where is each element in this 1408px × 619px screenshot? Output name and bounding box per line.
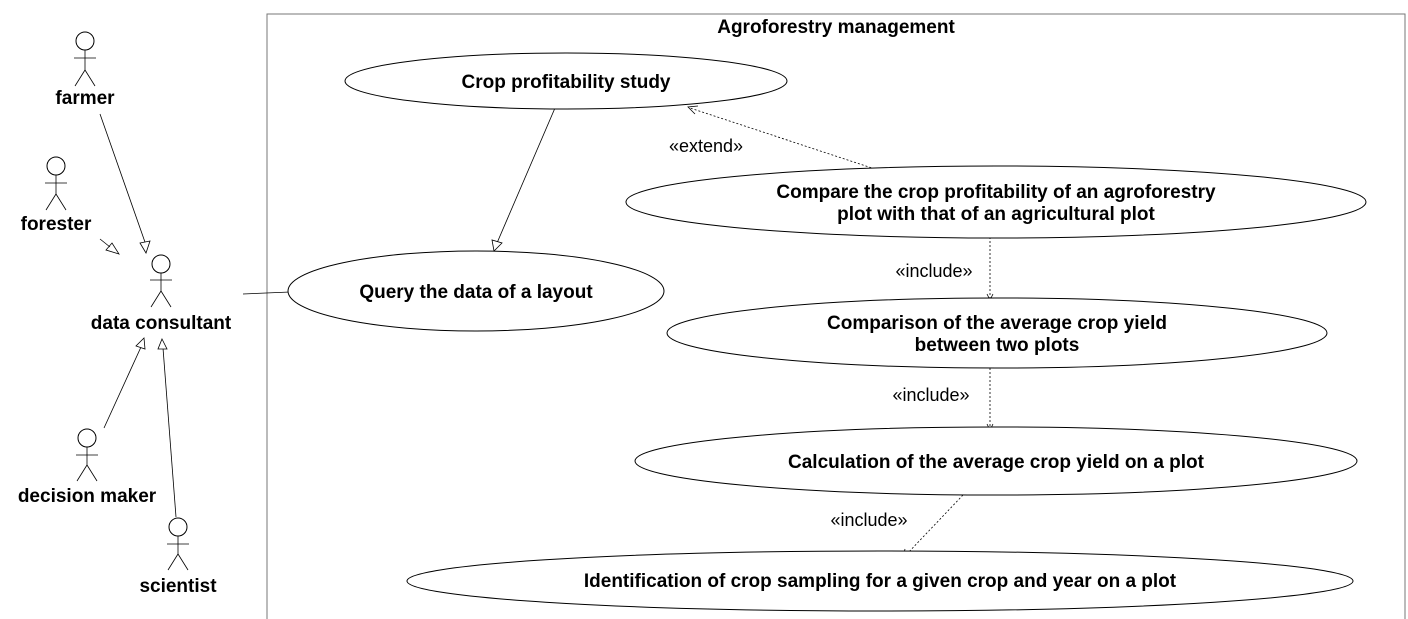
use-case-calculation-average-yield[interactable]: Calculation of the average crop yield on…	[634, 426, 1358, 496]
extend-label: «extend»	[669, 136, 743, 156]
use-case-label: Calculation of the average crop yield on…	[788, 452, 1205, 473]
use-case-identification-sampling[interactable]: Identification of crop sampling for a gi…	[406, 550, 1354, 612]
use-case-label-line1: Compare the crop profitability of an agr…	[776, 182, 1216, 203]
association-data-consultant-query	[242, 291, 291, 295]
stick-figure-icon	[167, 517, 189, 571]
actor-scientist[interactable]: scientist	[139, 517, 217, 597]
generalization-farmer	[99, 113, 151, 254]
use-case-query-data-layout[interactable]: Query the data of a layout	[287, 250, 665, 332]
actor-label-scientist: scientist	[139, 576, 217, 597]
stick-figure-icon	[74, 31, 96, 87]
extend-relation	[687, 105, 876, 170]
generalization-forester	[99, 238, 120, 255]
stick-figure-icon	[45, 156, 67, 211]
actor-data-consultant[interactable]: data consultant	[91, 254, 232, 334]
use-case-label-line2: plot with that of an agricultural plot	[837, 204, 1155, 225]
stick-figure-icon	[76, 428, 98, 482]
actor-decision-maker[interactable]: decision maker	[18, 428, 157, 507]
use-case-comparison-average-yield[interactable]: Comparison of the average crop yield bet…	[666, 297, 1328, 369]
use-case-crop-profitability-study[interactable]: Crop profitability study	[344, 52, 788, 110]
actor-label-farmer: farmer	[55, 88, 115, 109]
actor-forester[interactable]: forester	[21, 156, 92, 235]
use-case-label: Crop profitability study	[462, 72, 671, 93]
actor-label-forester: forester	[21, 214, 92, 235]
generalization-decision-maker	[103, 337, 146, 429]
generalization-query-to-profitability	[491, 107, 556, 252]
actor-label-decision-maker: decision maker	[18, 486, 157, 507]
include-label-2: «include»	[892, 385, 969, 405]
generalization-scientist	[157, 338, 177, 518]
include-label-1: «include»	[895, 261, 972, 281]
actor-label-data-consultant: data consultant	[91, 313, 232, 334]
use-case-compare-profitability[interactable]: Compare the crop profitability of an agr…	[625, 165, 1367, 239]
stick-figure-icon	[150, 254, 172, 308]
system-title: Agroforestry management	[717, 17, 955, 38]
use-case-label: Identification of crop sampling for a gi…	[584, 571, 1177, 592]
use-case-label-line2: between two plots	[915, 335, 1080, 356]
actor-farmer[interactable]: farmer	[55, 31, 115, 109]
use-case-label: Query the data of a layout	[359, 282, 593, 303]
include-label-3: «include»	[830, 510, 907, 530]
use-case-label-line1: Comparison of the average crop yield	[827, 313, 1167, 334]
